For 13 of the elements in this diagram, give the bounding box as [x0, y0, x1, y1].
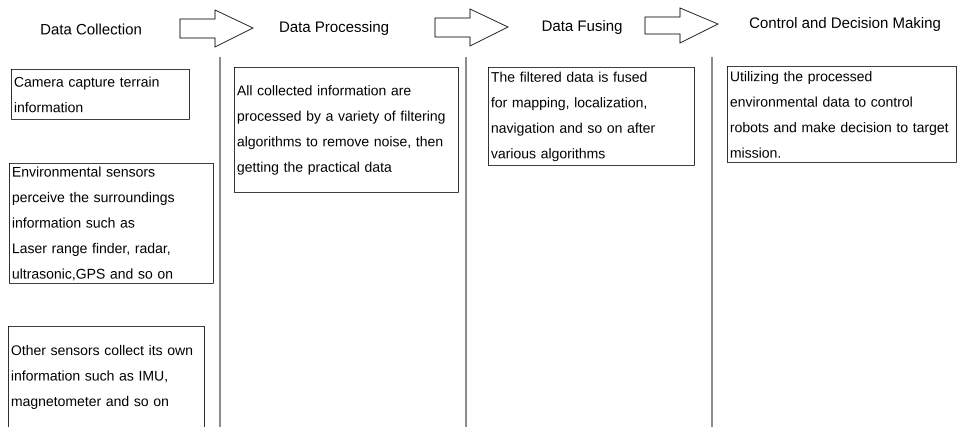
block-arrow: [180, 9, 254, 48]
stage-heading: Data Processing: [280, 21, 388, 35]
block-arrow: [434, 8, 509, 47]
text-box: Camera capture terrain information: [11, 69, 190, 120]
stage-heading: Data Collection: [41, 23, 141, 34]
text-box: Other sensors collect its own information such as IMU, magnetometer and so on: [8, 326, 205, 427]
text-box: All collected information are processed by a variety of filtering algorithms to remove noise, then getting the practical data: [234, 67, 459, 193]
stage-heading: Control and Decision Making: [750, 17, 940, 31]
text-box: Environmental sensors perceive the surroundings information such as Laser range finder, radar, ultrasonic,GPS and so on: [9, 162, 214, 284]
text-box: Utilizing the processed environmental data to control robots and make decision to target mission.: [727, 66, 957, 163]
block-arrow: [644, 7, 719, 44]
stage-heading: Data Fusing: [542, 20, 622, 34]
text-box: The filtered data is fused for mapping, localization, navigation and so on after various algorithms: [488, 67, 695, 166]
